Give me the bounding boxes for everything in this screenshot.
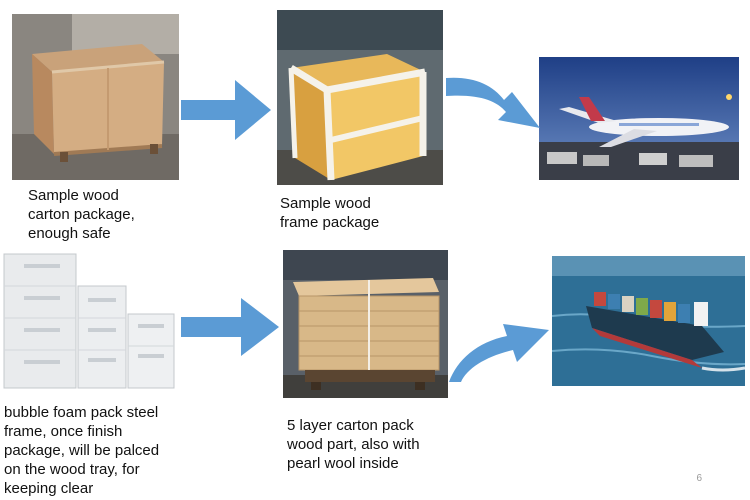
steel-filing-cabinets-photo [2,252,178,392]
right-arrow-icon [181,80,271,140]
page-number: 6 [696,473,702,484]
step-caption-carton-pack: 5 layer carton pack wood part, also with… [287,417,420,472]
step-caption-steel-frame: bubble foam pack steel frame, once finis… [4,404,160,497]
right-arrow-icon [181,298,279,356]
cargo-airplane-photo [539,57,739,180]
step-caption-wood-carton: Sample wood carton package, enough safe [28,187,135,242]
curved-arrow-icon [449,324,549,382]
step-caption-wood-frame: Sample wood frame package [280,195,380,231]
container-ship-photo [552,256,745,386]
wood-carton-box-photo [12,14,179,180]
carton-pallet-stack-photo [283,250,448,398]
curved-arrow-icon [446,77,540,128]
wood-frame-crate-photo [277,10,443,185]
